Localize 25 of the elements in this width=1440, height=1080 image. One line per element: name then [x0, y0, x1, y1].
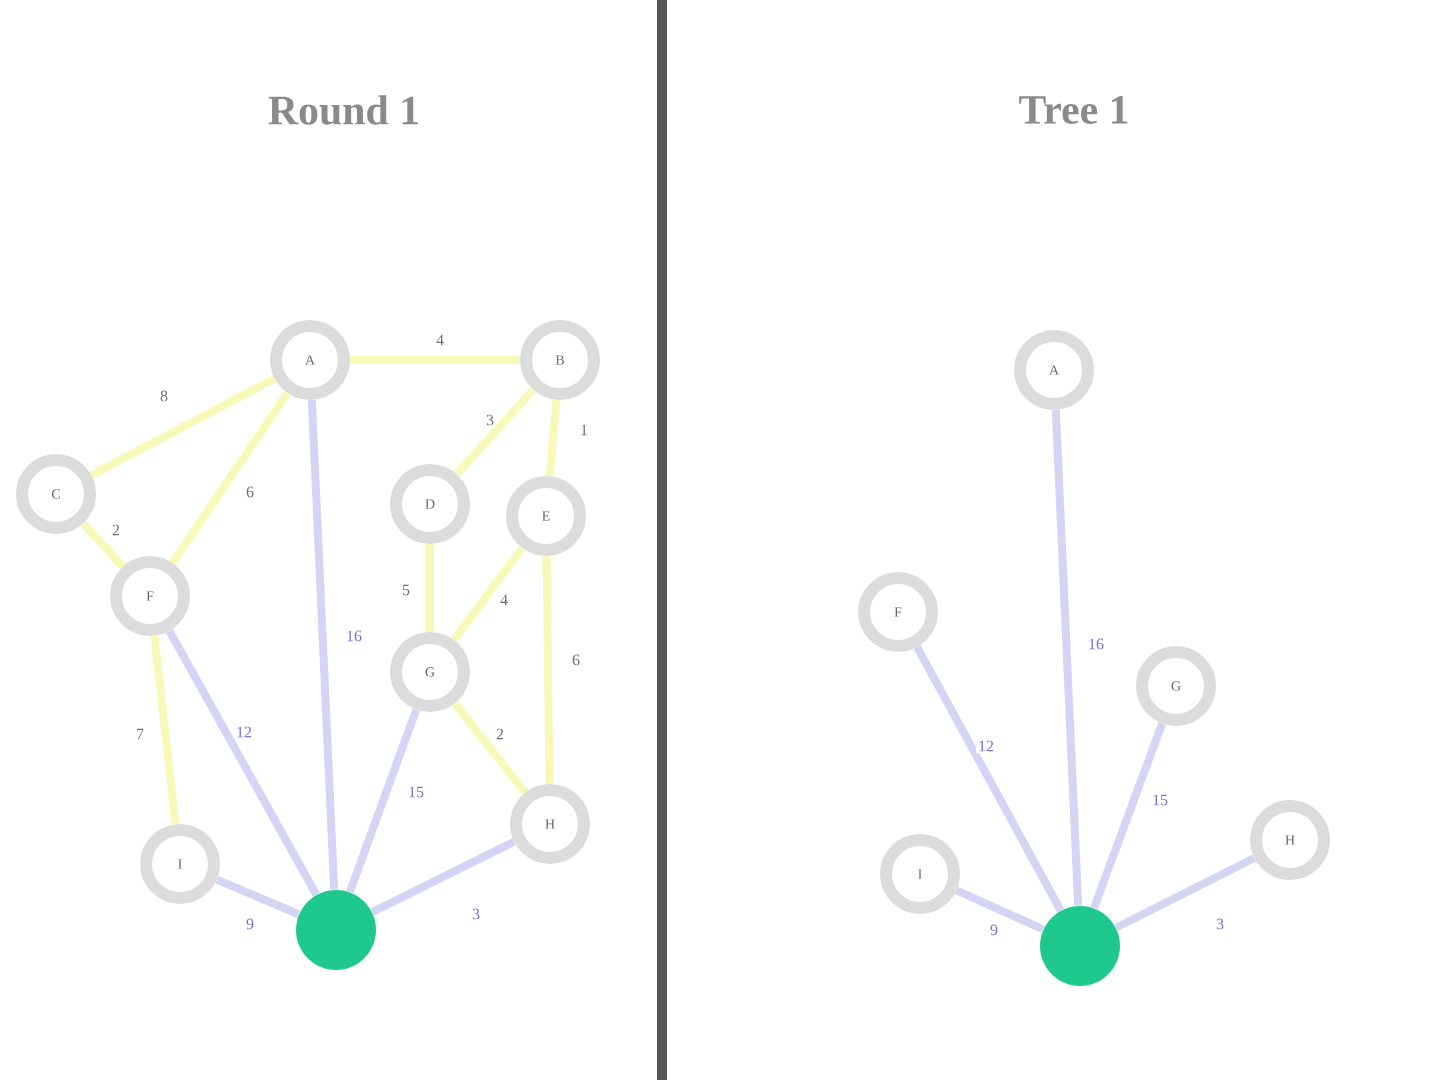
- filled-node: [296, 890, 376, 970]
- connector: [1114, 854, 1257, 932]
- connector: [80, 520, 126, 570]
- connector: [545, 399, 561, 477]
- connector: [453, 387, 537, 477]
- connector: [150, 635, 180, 825]
- connector: [307, 399, 339, 890]
- connector: [1051, 409, 1083, 906]
- connector: [426, 544, 434, 632]
- connector: [89, 375, 277, 479]
- panel-title: Round 1: [268, 95, 418, 125]
- panel-title: Tree 1: [1019, 96, 1128, 124]
- connector: [542, 555, 554, 785]
- connector: [350, 356, 520, 364]
- connector: [370, 838, 516, 916]
- connector: [215, 875, 301, 918]
- connector: [450, 545, 526, 643]
- connector: [346, 708, 421, 894]
- connector: [954, 886, 1045, 934]
- connector: [913, 645, 1065, 913]
- filled-node: [1040, 906, 1120, 986]
- connector: [169, 390, 291, 566]
- connector: [1090, 722, 1166, 910]
- connector: [451, 700, 529, 796]
- connector: [166, 629, 320, 897]
